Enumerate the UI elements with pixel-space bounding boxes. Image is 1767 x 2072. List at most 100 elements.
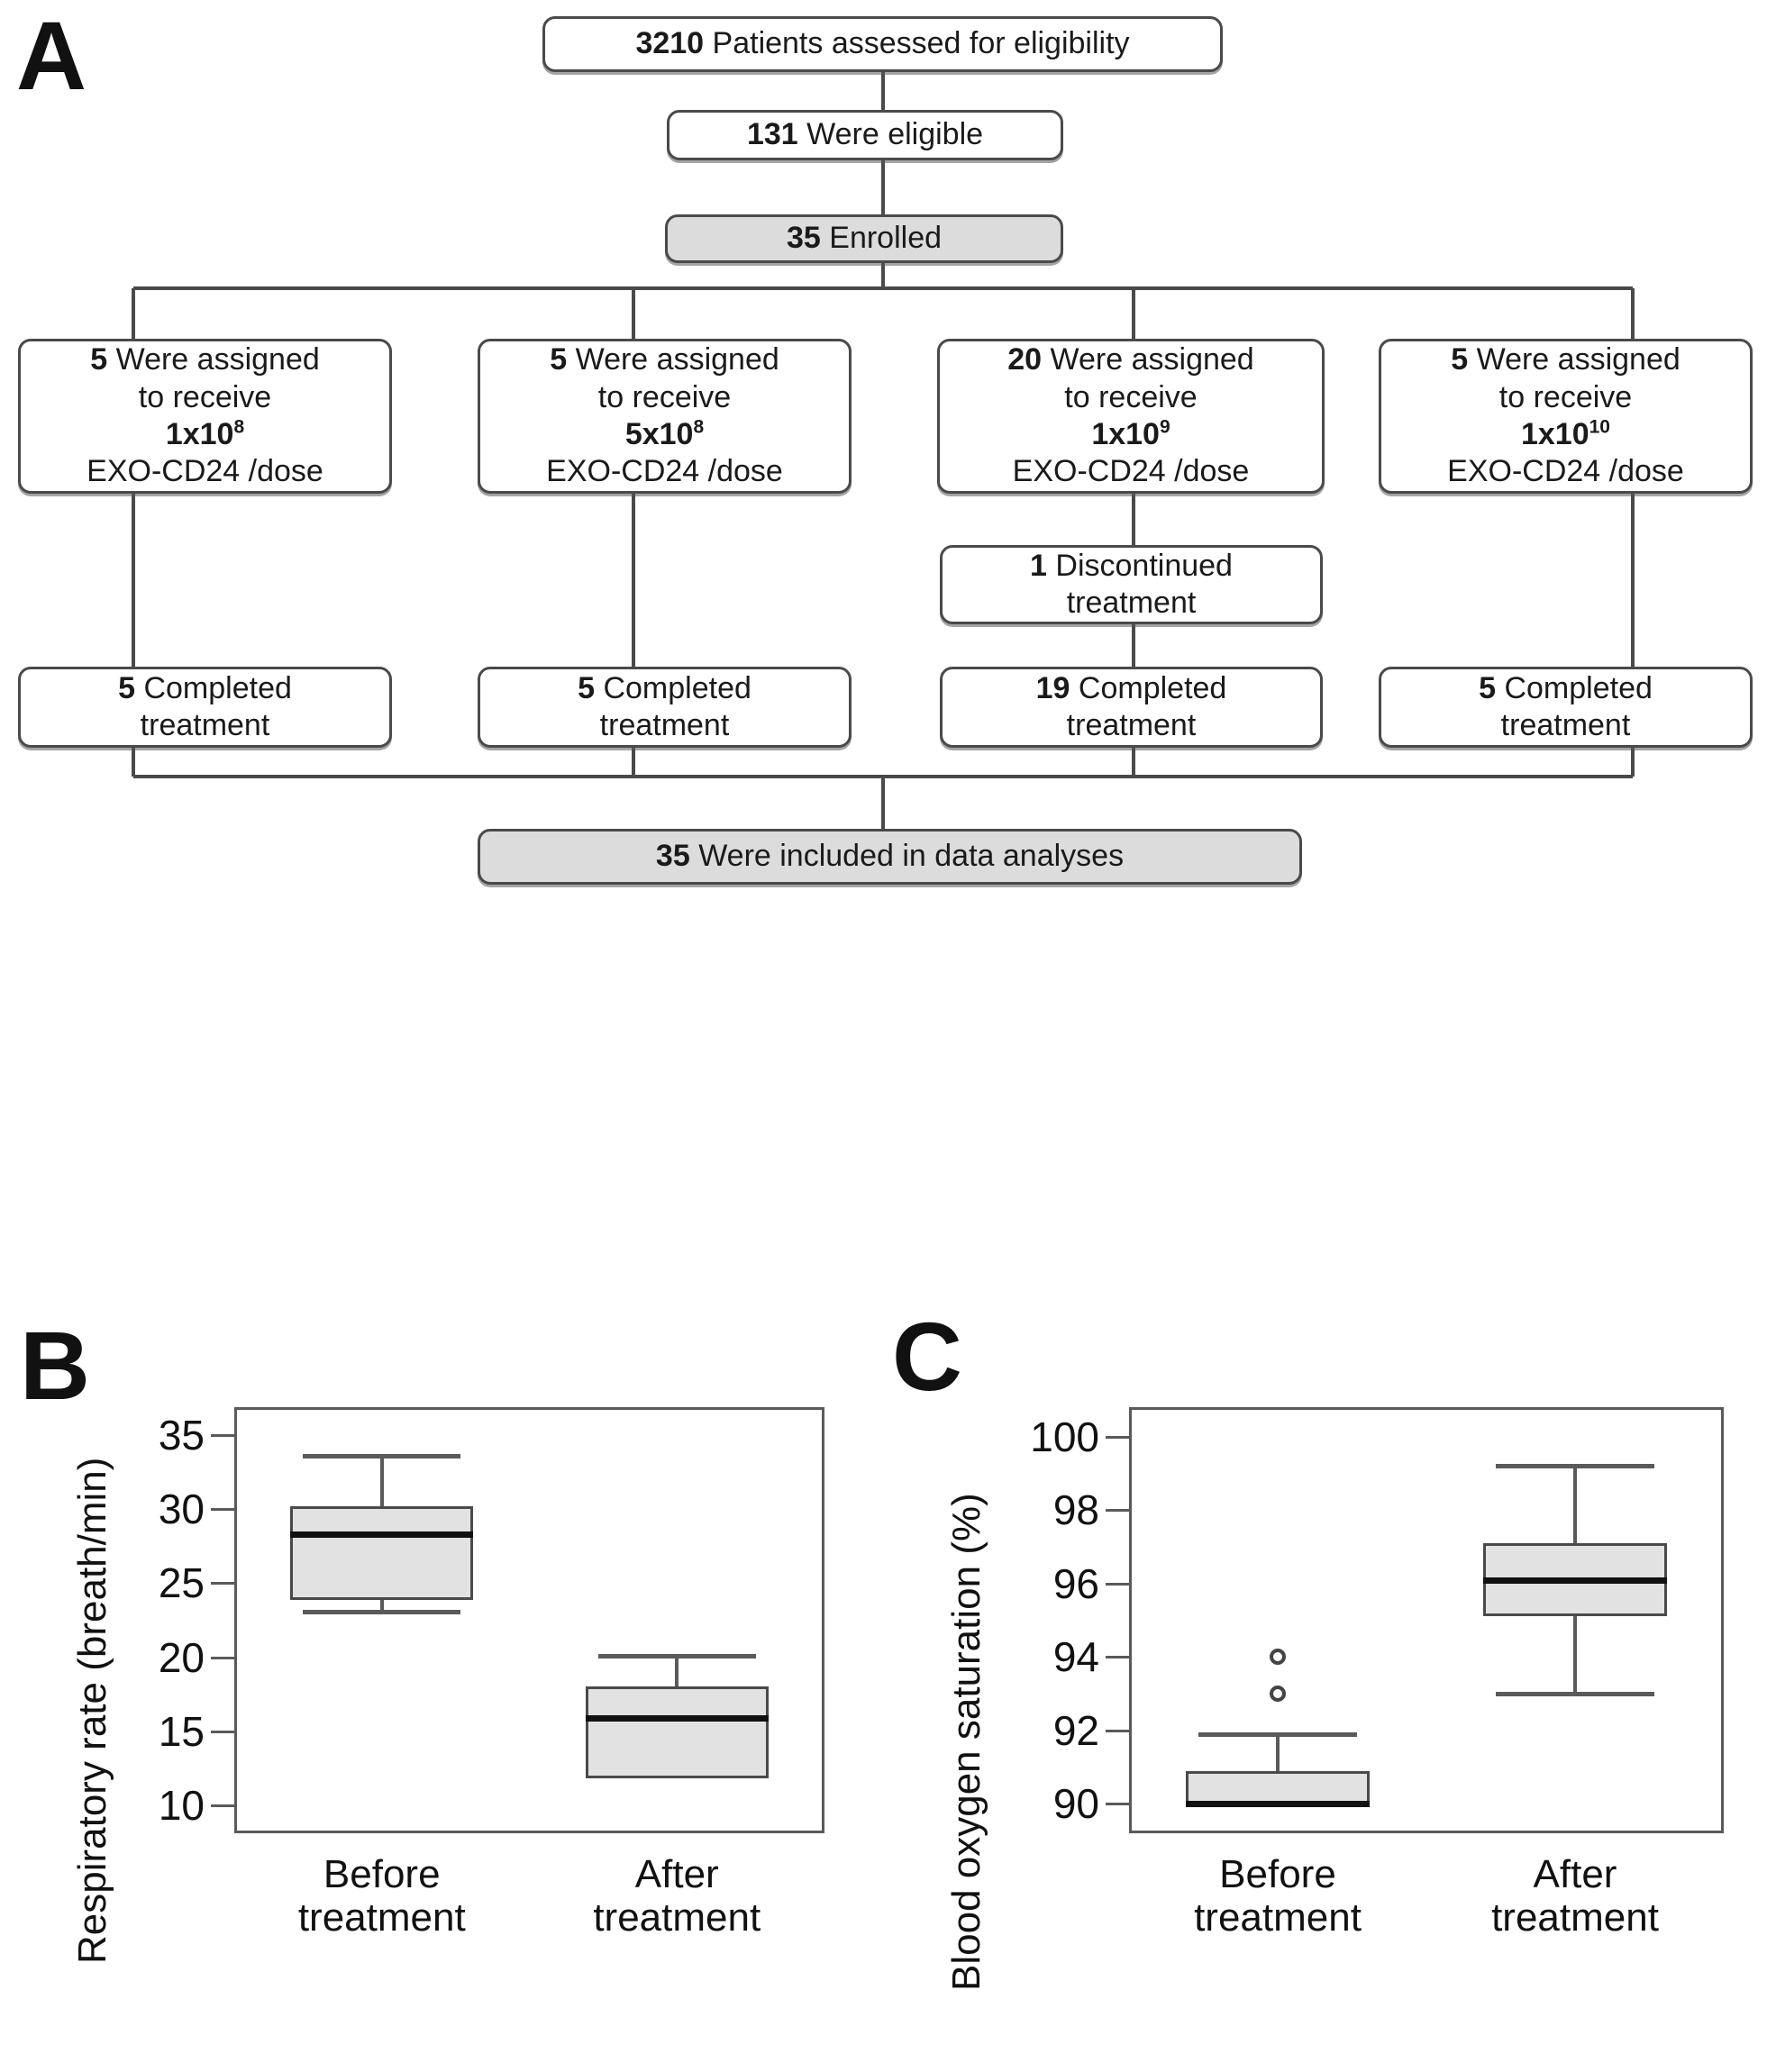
discontinued-count: 1 (1030, 548, 1047, 583)
enrolled-text: Enrolled (829, 221, 943, 256)
boxplot-outlier-point (1270, 1686, 1286, 1703)
arm1-completed-line1: Completed (143, 670, 292, 705)
x-tick-label-line: Before (1219, 1852, 1336, 1896)
y-tick-mark (211, 1656, 234, 1659)
y-tick-label: 30 (158, 1486, 205, 1533)
y-tick-label: 94 (1052, 1633, 1099, 1681)
boxplot-upper-whisker (379, 1456, 384, 1507)
analysed-text: Were included in data analyses (698, 839, 1125, 874)
y-tick-mark (211, 1434, 234, 1438)
y-tick-label: 92 (1052, 1706, 1099, 1754)
node-assigned-arm-4: 5 Were assigned to receive 1x1010 EXO-CD… (1379, 339, 1753, 494)
boxplot-lower-cap (303, 1609, 461, 1614)
panel-letter-a: A (16, 1, 87, 110)
y-tick-mark (1106, 1582, 1129, 1586)
arm2-assigned-line2: to receive (597, 379, 732, 414)
y-tick-mark (211, 1582, 234, 1586)
y-tick-mark (211, 1730, 234, 1733)
arm1-dose-unit: EXO-CD24 /dose (87, 454, 323, 489)
node-assigned-arm-3: 20 Were assigned to receive 1x109 EXO-CD… (937, 339, 1325, 494)
arm4-assigned-line1: Were assigned (1476, 342, 1680, 377)
node-enrolled: 35 Enrolled (665, 214, 1063, 263)
panel-a-flowchart: A (16, 1, 1753, 885)
arm3-dose-exponent: 9 (1159, 416, 1170, 438)
analysed-count: 35 (655, 839, 690, 874)
y-tick-label: 10 (158, 1781, 205, 1829)
x-tick-label-line: After (634, 1852, 719, 1896)
boxplot-upper-cap (597, 1653, 756, 1659)
arm1-assigned-line1: Were assigned (115, 342, 320, 377)
arm3-dose-mantissa: 1x10 (1091, 417, 1160, 451)
boxplot-median-line (585, 1714, 769, 1722)
node-completed-arm-4: 5 Completed treatment (1379, 667, 1753, 748)
boxplot-lower-whisker (379, 1599, 384, 1612)
boxplot-upper-cap (1496, 1464, 1654, 1469)
assessed-text: Patients assessed for eligibility (712, 26, 1130, 61)
arm2-assigned-count: 5 (550, 342, 568, 377)
y-tick-mark (211, 1804, 234, 1807)
boxplot-median-line (290, 1531, 474, 1539)
x-tick-label-line: Before (323, 1852, 441, 1896)
boxplot-upper-whisker (675, 1655, 679, 1687)
eligible-text: Were eligible (806, 117, 984, 152)
arm2-dose-exponent: 8 (693, 416, 705, 438)
arm1-dose-exponent: 8 (233, 416, 245, 438)
arm3-completed-count: 19 (1035, 670, 1070, 705)
arm2-dose-unit: EXO-CD24 /dose (546, 454, 783, 489)
node-were-eligible: 131 Were eligible (667, 110, 1063, 160)
y-tick-mark (1106, 1729, 1129, 1732)
arm4-completed-line2: treatment (1500, 708, 1631, 742)
boxplot-upper-cap (303, 1454, 461, 1459)
arm2-completed-line1: Completed (603, 670, 751, 705)
arm3-completed-line1: Completed (1078, 670, 1227, 705)
arm4-dose-unit: EXO-CD24 /dose (1447, 454, 1684, 489)
arm2-assigned-line1: Were assigned (575, 342, 779, 377)
arm4-completed-line1: Completed (1504, 670, 1653, 705)
boxplot-iqr-box (1185, 1770, 1371, 1804)
arm3-assigned-count: 20 (1007, 342, 1043, 377)
node-included-in-analyses: 35 Were included in data analyses (478, 829, 1302, 885)
arm1-completed-line2: treatment (140, 708, 270, 742)
x-tick-label-line: treatment (593, 1895, 761, 1940)
arm2-completed-line2: treatment (599, 708, 730, 742)
y-tick-mark (211, 1508, 234, 1512)
arm2-dose-mantissa: 5x10 (624, 417, 694, 451)
arm4-dose-mantissa: 1x10 (1520, 417, 1589, 451)
node-completed-arm-3: 19 Completed treatment (940, 667, 1323, 748)
y-tick-label: 90 (1052, 1780, 1099, 1828)
y-tick-mark (1106, 1803, 1129, 1806)
discontinued-line1: Discontinued (1055, 548, 1233, 583)
x-tick-label-line: treatment (1194, 1895, 1362, 1940)
eligible-count: 131 (746, 117, 798, 152)
y-tick-label: 96 (1052, 1559, 1099, 1607)
boxplot-lower-cap (1496, 1692, 1654, 1697)
x-tick-label-line: treatment (297, 1895, 466, 1940)
panel-c-plot-frame (1129, 1407, 1724, 1833)
arm1-assigned-line2: to receive (138, 379, 272, 414)
arm1-dose-mantissa: 1x10 (165, 417, 234, 451)
arm3-assigned-line1: Were assigned (1050, 342, 1254, 377)
boxplot-upper-cap (1198, 1731, 1357, 1737)
node-assigned-arm-2: 5 Were assigned to receive 5x108 EXO-CD2… (478, 339, 852, 494)
boxplot-upper-whisker (1276, 1733, 1280, 1771)
y-tick-label: 98 (1052, 1486, 1099, 1534)
arm4-completed-count: 5 (1479, 670, 1497, 705)
flowchart-connectors (132, 72, 1635, 829)
arm3-dose-unit: EXO-CD24 /dose (1012, 454, 1250, 489)
node-completed-arm-2: 5 Completed treatment (478, 667, 852, 748)
y-tick-mark (1106, 1509, 1129, 1513)
boxplot-iqr-box (290, 1506, 474, 1600)
y-tick-label: 15 (158, 1707, 205, 1755)
node-completed-arm-1: 5 Completed treatment (18, 667, 392, 748)
assessed-count: 3210 (635, 26, 705, 61)
arm3-assigned-line2: to receive (1064, 379, 1198, 414)
boxplot-upper-whisker (1573, 1466, 1577, 1543)
panel-letter-b: B (20, 1311, 90, 1420)
node-assigned-arm-1: 5 Were assigned to receive 1x108 EXO-CD2… (18, 339, 392, 494)
